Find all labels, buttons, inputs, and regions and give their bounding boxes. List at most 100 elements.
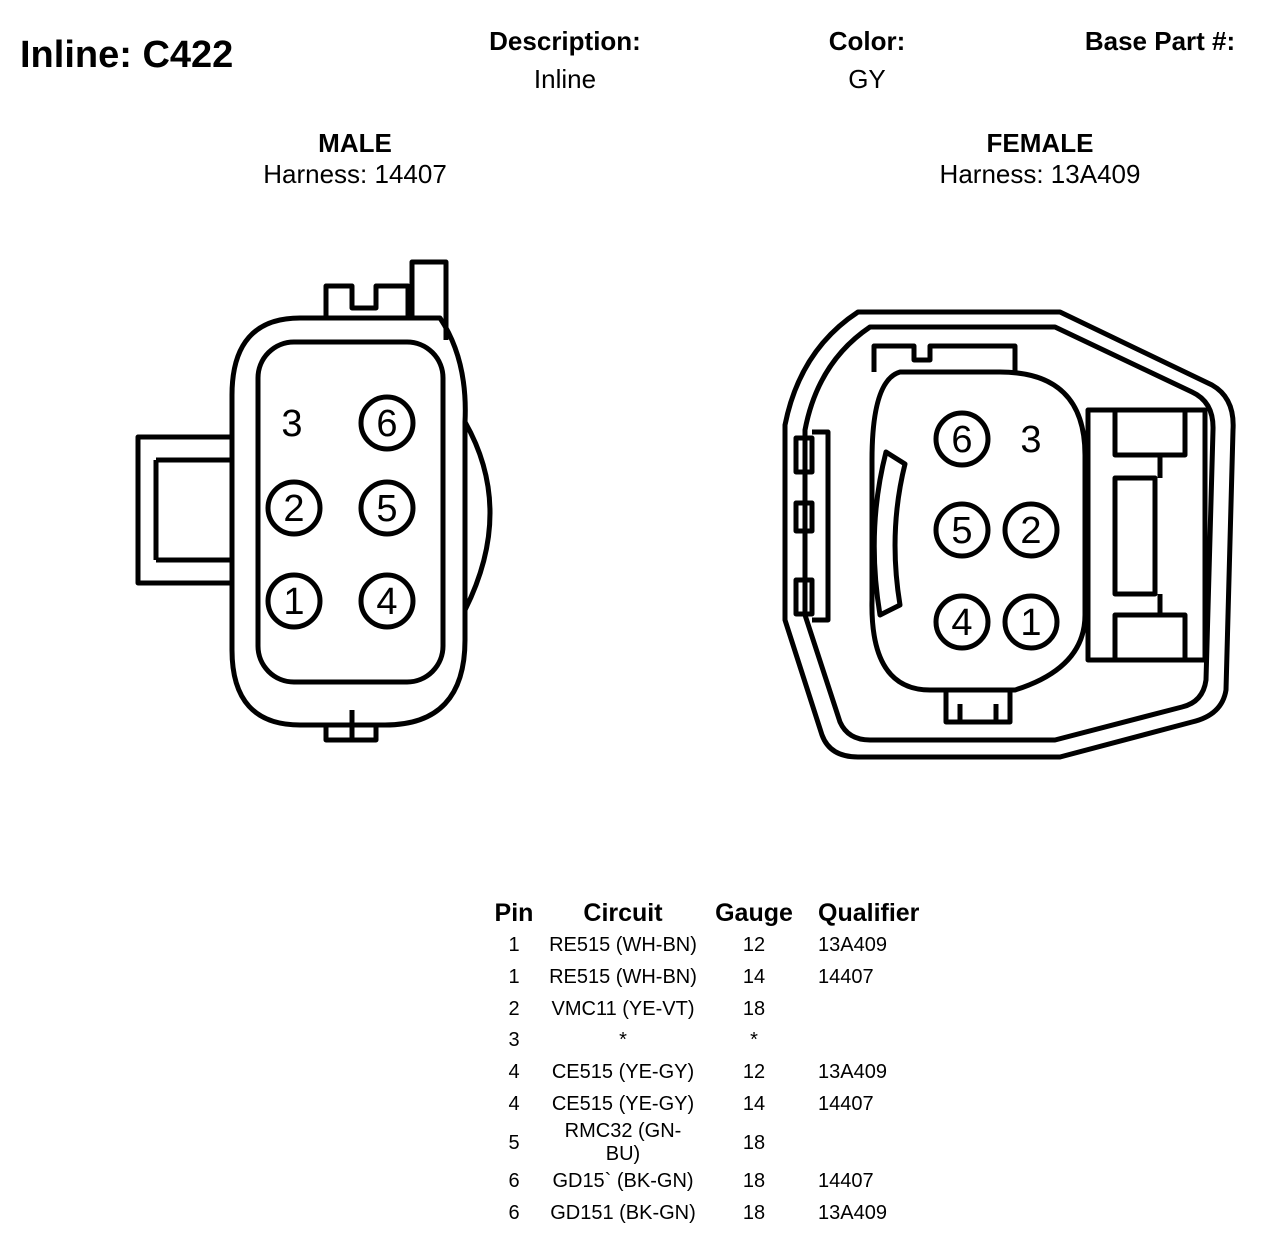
male-outer-body <box>229 315 468 728</box>
male-inner-face <box>255 339 446 685</box>
female-pin-1-label: 1 <box>1020 602 1041 644</box>
cell-gauge: 12 <box>742 934 766 957</box>
cell-pin: 6 <box>508 1170 520 1193</box>
male-pin-1-label: 1 <box>283 581 304 623</box>
male-pin-6-socket <box>358 394 416 452</box>
cell-qualifier: 14407 <box>818 966 874 989</box>
cell-qualifier: 14407 <box>818 1170 874 1193</box>
female-pin-2-label: 2 <box>1020 510 1041 552</box>
male-latch <box>135 434 232 586</box>
cell-qualifier <box>810 1025 948 1057</box>
cell-gauge: 18 <box>742 1202 766 1225</box>
male-pin-1-socket <box>265 572 323 630</box>
cell-gauge: * <box>750 1029 758 1052</box>
color-value: GY <box>848 64 886 94</box>
cell-qualifier: 13A409 <box>818 1061 887 1084</box>
cell-pin: 3 <box>508 1029 520 1052</box>
male-pin-6-label: 6 <box>376 403 397 445</box>
female-bottom-key <box>943 690 1013 725</box>
cell-gauge: 18 <box>742 997 766 1020</box>
female-pin-4-socket <box>933 593 991 651</box>
cell-pin: 4 <box>508 1092 520 1115</box>
female-side-rail <box>812 429 831 623</box>
description-label: Description: <box>489 26 641 56</box>
table-row: 6 GD151 (BK-GN) 18 13A409 <box>480 1198 948 1230</box>
cell-circuit: GD151 (BK-GN) <box>550 1202 696 1225</box>
cell-pin: 1 <box>508 934 520 957</box>
cell-circuit: RE515 (WH-BN) <box>549 934 697 957</box>
female-inner-shell <box>802 324 1216 743</box>
table-row: 5 RMC32 (GN-BU) 18 <box>480 1120 948 1166</box>
cell-qualifier <box>810 993 948 1025</box>
color-label: Color: <box>828 26 906 56</box>
male-top-key <box>323 259 449 340</box>
male-bottom-key <box>323 710 379 743</box>
female-pin-6-socket <box>933 410 991 468</box>
male-pin-4-socket <box>358 572 416 630</box>
female-title: FEMALE <box>986 128 1094 158</box>
cell-circuit: VMC11 (YE-VT) <box>551 997 695 1020</box>
cell-circuit: GD15` (BK-GN) <box>552 1170 694 1193</box>
female-pin-6-label: 6 <box>951 419 972 461</box>
male-bulge <box>462 420 493 612</box>
header-gauge: Gauge <box>715 898 793 927</box>
male-pin-4-label: 4 <box>376 581 397 623</box>
description-value: Inline <box>533 64 597 94</box>
female-pin-5-label: 5 <box>951 510 972 552</box>
table-header-row: Pin Circuit Gauge Qualifier <box>480 896 948 930</box>
female-pin-4-label: 4 <box>951 602 972 644</box>
table-row: 4 CE515 (YE-GY) 14 14407 <box>480 1088 948 1120</box>
cell-gauge: 18 <box>742 1131 766 1154</box>
connector-diagram: 3 6 2 5 1 4 6 <box>135 259 1236 760</box>
cell-qualifier <box>810 1120 948 1166</box>
table-row: 1 RE515 (WH-BN) 12 13A409 <box>480 930 948 962</box>
cell-qualifier: 14407 <box>818 1092 874 1115</box>
male-pin-5-label: 5 <box>376 488 397 530</box>
female-pin-2-socket <box>1002 501 1060 559</box>
cell-pin: 6 <box>508 1202 520 1225</box>
female-pin-1-socket <box>1002 593 1060 651</box>
table-row: 1 RE515 (WH-BN) 14 14407 <box>480 962 948 994</box>
male-pin-2-label: 2 <box>283 488 304 530</box>
table-row: 4 CE515 (YE-GY) 12 13A409 <box>480 1057 948 1089</box>
header-pin: Pin <box>494 898 534 927</box>
cell-pin: 2 <box>508 997 520 1020</box>
cell-circuit: * <box>619 1029 627 1052</box>
male-connector-drawing: 3 6 2 5 1 4 <box>135 259 493 743</box>
male-harness: Harness: 14407 <box>263 159 447 189</box>
female-pin-3-label: 3 <box>1020 419 1041 461</box>
cell-pin: 4 <box>508 1061 520 1084</box>
female-polarizing-rib <box>871 449 908 618</box>
cell-gauge: 14 <box>742 1092 766 1115</box>
cell-gauge: 14 <box>742 966 766 989</box>
female-inner-cavity <box>869 369 1088 693</box>
header-circuit: Circuit <box>583 898 663 927</box>
cell-circuit: CE515 (YE-GY) <box>551 1061 695 1084</box>
female-right-latch <box>1085 407 1208 663</box>
male-title: MALE <box>318 128 392 158</box>
male-pin-2-socket <box>265 479 323 537</box>
female-side-window-bottom <box>793 577 815 617</box>
female-pin-5-socket <box>933 501 991 559</box>
male-pin-5-socket <box>358 479 416 537</box>
cell-circuit: CE515 (YE-GY) <box>551 1092 695 1115</box>
female-connector-drawing: 6 3 5 2 4 1 <box>782 309 1236 760</box>
cell-gauge: 12 <box>742 1061 766 1084</box>
pin-circuit-table: Pin Circuit Gauge Qualifier 1 RE515 (WH-… <box>480 896 948 1230</box>
cell-pin: 5 <box>508 1131 520 1154</box>
cell-circuit: RE515 (WH-BN) <box>549 966 697 989</box>
connector-title: Inline: C422 <box>20 34 234 76</box>
cell-gauge: 18 <box>742 1170 766 1193</box>
table-row: 2 VMC11 (YE-VT) 18 <box>480 993 948 1025</box>
table-row: 6 GD15` (BK-GN) 18 14407 <box>480 1166 948 1198</box>
cell-circuit: RMC32 (GN-BU) <box>564 1120 682 1166</box>
female-harness: Harness: 13A409 <box>939 159 1141 189</box>
female-outer-shell <box>782 309 1236 760</box>
cell-qualifier: 13A409 <box>818 1202 887 1225</box>
female-side-window-top <box>793 435 815 475</box>
cell-qualifier: 13A409 <box>818 934 887 957</box>
female-top-key <box>871 343 1018 372</box>
header-qualifier: Qualifier <box>818 898 920 927</box>
male-pin-3-label: 3 <box>281 403 302 445</box>
female-side-window-middle <box>793 500 815 534</box>
